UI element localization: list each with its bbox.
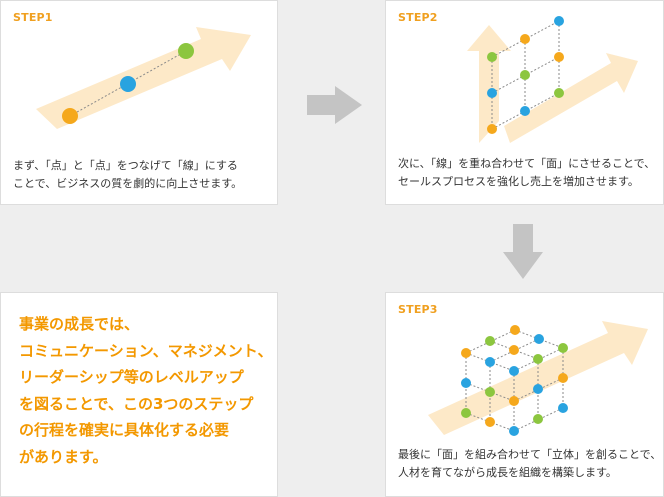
step2-description-line: 次に、「線」を重ね合わせて「面」にさせることで、	[398, 157, 656, 170]
summary-line: 事業の成長では、	[19, 315, 140, 333]
step1-arrow-band	[36, 27, 251, 129]
step2-figure	[467, 16, 638, 143]
summary-line: コミュニケーション、マネジメント、	[19, 341, 273, 360]
step1-description-line: ことで、ビジネスの質を劇的に向上させます。	[13, 177, 243, 190]
step3-description-line: 最後に「面」を組み合わせて「立体」を創ることで、	[398, 448, 662, 461]
step2-panel: STEP2 次に、「線」を重ね合わせて「面」にさせることで、 セールスプロセスを…	[385, 0, 664, 205]
summary-line: を図ることで、この3つのステップ	[19, 394, 254, 413]
step1-dot-green	[178, 43, 194, 59]
step3-label: STEP3	[398, 303, 438, 316]
arrow-right-icon	[307, 86, 362, 124]
step1-figure	[36, 27, 251, 129]
summary-line: リーダーシップ等のレベルアップ	[19, 368, 244, 387]
step3-dots	[461, 325, 568, 436]
summary-text: 事業の成長では、 コミュニケーション、マネジメント、 リーダーシップ等のレベルア…	[19, 311, 273, 471]
step1-dot-orange	[62, 108, 78, 124]
step2-description-line: セールスプロセスを強化し売上を増加させます。	[398, 175, 639, 188]
step1-description-line: まず、「点」と「点」をつなげて「線」にする	[13, 159, 238, 172]
step2-label: STEP2	[398, 11, 438, 24]
summary-panel: 事業の成長では、 コミュニケーション、マネジメント、 リーダーシップ等のレベルア…	[0, 292, 278, 497]
summary-line: があります。	[19, 447, 108, 466]
step1-label: STEP1	[13, 11, 53, 24]
step1-dot-blue	[120, 76, 136, 92]
step1-panel: STEP1 まず、「点」と「点」をつなげて「線」にする ことで、ビジネスの質を劇…	[0, 0, 278, 205]
step3-panel: STEP3 最後に「面」を組み合わせて「立体」を創ることで、 人材を育てながら成…	[385, 292, 664, 497]
step1-description: まず、「点」と「点」をつなげて「線」にする ことで、ビジネスの質を劇的に向上させ…	[13, 157, 242, 193]
step3-figure	[428, 321, 648, 436]
step2-dots	[487, 16, 564, 134]
step3-description: 最後に「面」を組み合わせて「立体」を創ることで、 人材を育てながら成長を組織を構…	[398, 446, 661, 482]
step2-arrow-bands	[467, 25, 638, 143]
step3-arrow-band	[428, 321, 648, 435]
arrow-down-icon	[503, 224, 543, 279]
step3-description-line: 人材を育てながら成長を組織を構築します。	[398, 466, 617, 479]
summary-line: の行程を確実に具体化する必要	[19, 421, 230, 440]
step2-description: 次に、「線」を重ね合わせて「面」にさせることで、 セールスプロセスを強化し売上を…	[398, 155, 655, 191]
